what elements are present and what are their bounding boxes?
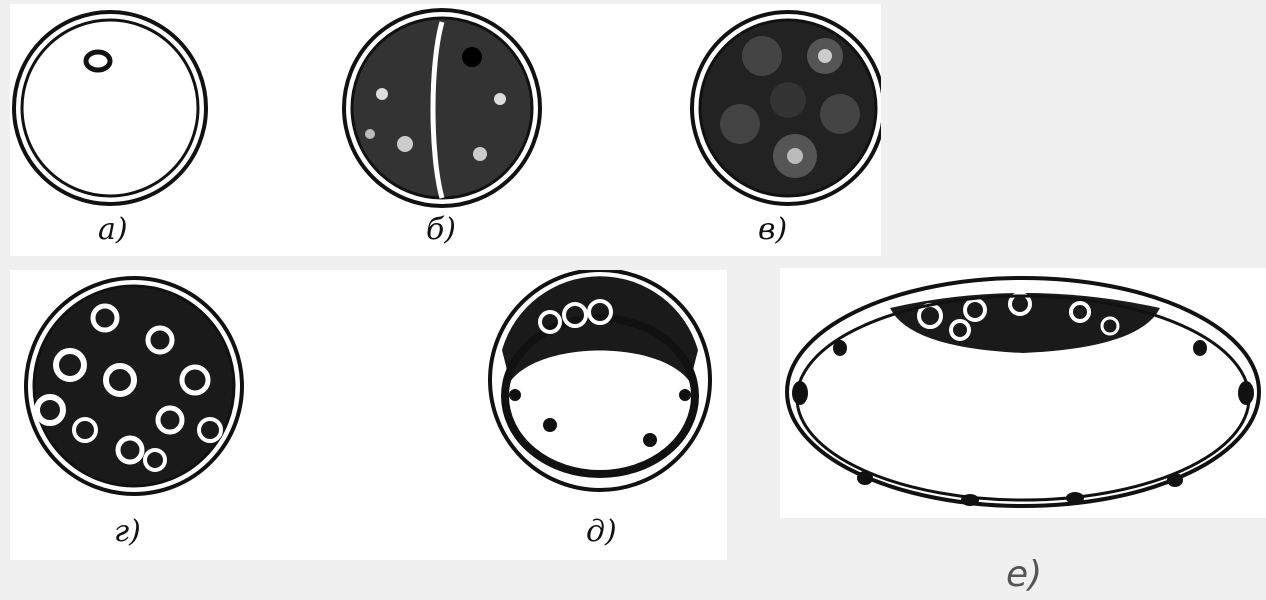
- blastocyst-figure: [490, 270, 710, 490]
- label-b: б): [426, 212, 456, 247]
- bottom-left-panel: г) д): [10, 270, 727, 560]
- zygote-figure: [14, 12, 206, 204]
- cleavage-figure: [692, 12, 881, 204]
- two-cell-figure: [344, 10, 540, 206]
- top-panel: а) б) в): [10, 4, 881, 256]
- label-e: е): [1006, 554, 1042, 595]
- zygote-nucleus: [86, 52, 110, 70]
- morula-figure: [26, 278, 242, 494]
- bottom-right-panel: [780, 268, 1266, 518]
- label-v: в): [758, 212, 787, 247]
- label-g: г): [114, 514, 141, 549]
- label-a: а): [98, 212, 128, 247]
- late-blastocyst-figure: [787, 278, 1259, 506]
- label-d: д): [586, 514, 617, 549]
